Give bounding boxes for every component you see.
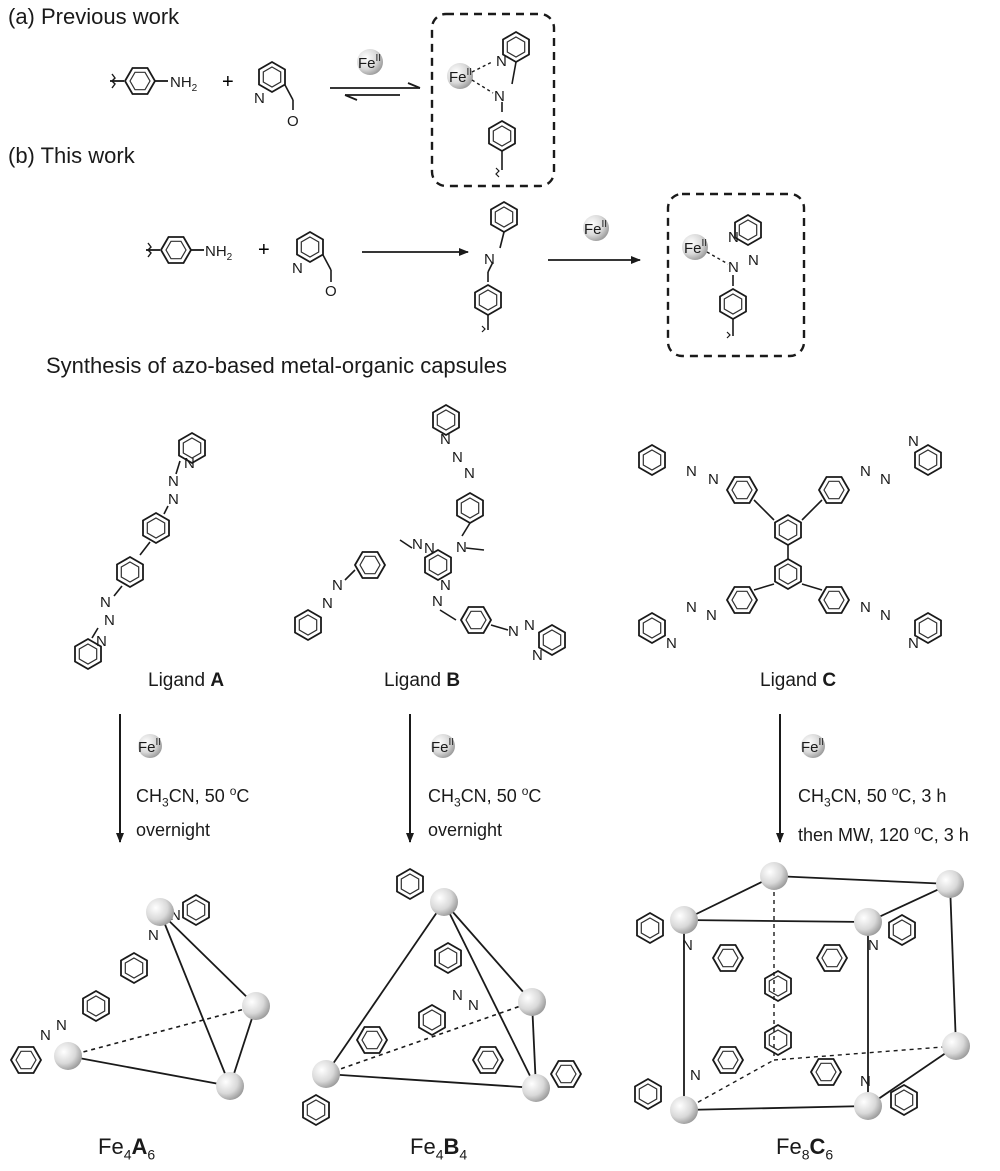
ligand-b-label: Ligand B [384, 670, 461, 691]
svg-text:N: N [908, 433, 919, 450]
svg-text:FeII: FeII [138, 737, 161, 756]
svg-text:N: N [666, 635, 677, 652]
synthesis-heading: Synthesis of azo-based metal-organic cap… [46, 353, 508, 378]
svg-text:N: N [432, 593, 443, 610]
ligand-a-structure: N N N N N N [74, 432, 206, 670]
svg-text:N: N [706, 607, 717, 624]
svg-text:N: N [860, 463, 871, 480]
conditions-a: CH3CN, 50 oC overnight [136, 784, 250, 840]
svg-text:N: N [292, 260, 303, 277]
svg-text:N: N [168, 491, 179, 508]
nh2-text-b: NH2 [205, 243, 233, 263]
previous-work-reaction: NH2 + N O FeII N FeII N [110, 12, 556, 188]
svg-text:N: N [484, 251, 495, 268]
fe-label-b: FeII [584, 219, 607, 238]
svg-text:N: N [728, 259, 739, 276]
plus-sign-a: + [222, 71, 234, 93]
product-fe4b4: Fe4B4 [410, 1134, 468, 1163]
svg-text:O: O [325, 283, 337, 300]
svg-text:N: N [868, 937, 879, 954]
svg-text:N: N [908, 635, 919, 652]
svg-text:N: N [412, 536, 423, 553]
svg-text:N: N [690, 1067, 701, 1084]
svg-text:N: N [508, 623, 519, 640]
svg-text:N: N [170, 907, 181, 924]
svg-text:N: N [860, 1073, 871, 1090]
svg-text:N: N [104, 612, 115, 629]
svg-text:N: N [452, 987, 463, 1004]
svg-text:N: N [748, 252, 759, 269]
svg-text:N: N [148, 927, 159, 944]
ligand-b-structure: N N N N N N N N N N N N N [294, 404, 566, 664]
svg-text:N: N [880, 471, 891, 488]
svg-text:N: N [168, 473, 179, 490]
fe4a6-cage: N N N N [10, 894, 270, 1100]
this-work-reaction: NH2 + N O N FeII N FeII N N [146, 192, 806, 358]
svg-text:O: O [287, 113, 299, 130]
ligand-a-label: Ligand A [148, 670, 225, 691]
svg-text:N: N [322, 595, 333, 612]
svg-text:N: N [440, 577, 451, 594]
fe-label-a: FeII [358, 53, 381, 72]
svg-text:N: N [532, 647, 543, 664]
section-b-label: (b) This work [8, 143, 135, 168]
svg-text:FeII: FeII [431, 737, 454, 756]
svg-text:N: N [424, 540, 435, 557]
product-fe8c6: Fe8C6 [776, 1134, 834, 1163]
svg-text:N: N [40, 1027, 51, 1044]
reaction-arrows: FeII FeII FeII [116, 714, 825, 843]
ligand-c-label: Ligand C [760, 670, 837, 691]
svg-text:N: N [332, 577, 343, 594]
svg-text:N: N [184, 455, 195, 472]
svg-text:N: N [524, 617, 535, 634]
svg-text:N: N [686, 463, 697, 480]
svg-text:N: N [860, 599, 871, 616]
svg-text:FeII: FeII [449, 67, 472, 86]
svg-text:N: N [494, 88, 505, 105]
svg-text:N: N [682, 937, 693, 954]
svg-text:N: N [464, 465, 475, 482]
ligand-c-structure: N N N N N N N N N N N [638, 433, 942, 652]
svg-text:N: N [708, 471, 719, 488]
conditions-b: CH3CN, 50 oC overnight [428, 784, 542, 840]
svg-text:N: N [440, 431, 451, 448]
svg-text:FeII: FeII [684, 238, 707, 257]
nh2-text-a: NH2 [170, 74, 198, 94]
svg-text:N: N [452, 449, 463, 466]
plus-sign-b: + [258, 239, 270, 261]
product-fe4a6: Fe4A6 [98, 1134, 156, 1163]
fe8c6-cage: N N N N [634, 862, 970, 1124]
svg-text:N: N [254, 90, 265, 107]
svg-text:N: N [686, 599, 697, 616]
svg-text:N: N [56, 1017, 67, 1034]
svg-text:N: N [100, 594, 111, 611]
svg-text:N: N [468, 997, 479, 1014]
svg-text:N: N [496, 53, 507, 70]
svg-text:N: N [728, 229, 739, 246]
svg-text:N: N [96, 633, 107, 650]
section-a-label: (a) Previous work [8, 4, 180, 29]
fe4b4-cage: N N [302, 868, 582, 1126]
svg-text:FeII: FeII [801, 737, 824, 756]
conditions-c: CH3CN, 50 oC, 3 h then MW, 120 oC, 3 h [798, 784, 969, 845]
svg-text:N: N [456, 539, 467, 556]
svg-text:N: N [880, 607, 891, 624]
